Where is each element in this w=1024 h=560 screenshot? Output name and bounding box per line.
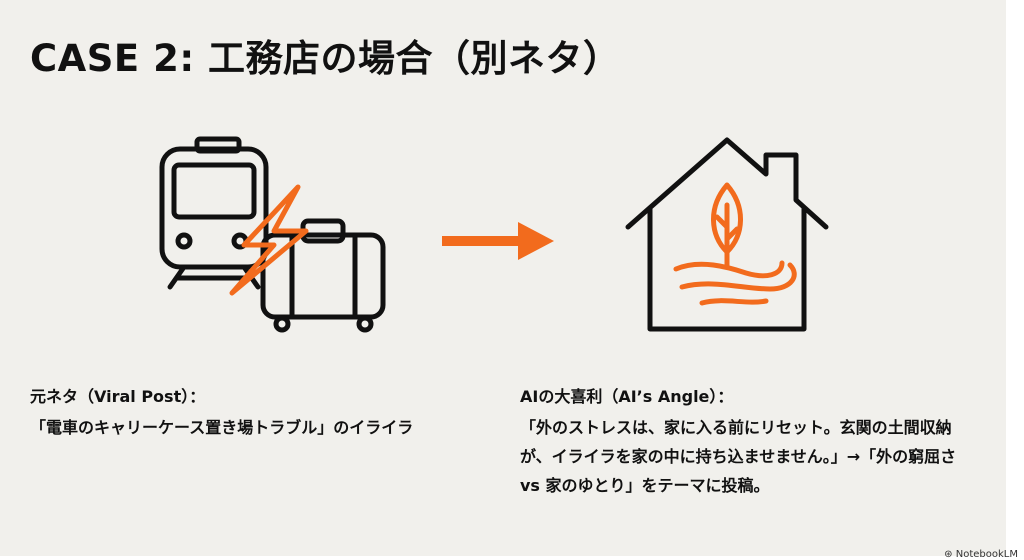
source-text: 「電車のキャリーケース置き場トラブル」のイライラ [30,418,414,437]
wind-icon [673,260,797,306]
house-illustration [625,137,829,332]
arrow-right-icon [442,222,554,260]
source-label: 元ネタ（Viral Post）： [30,387,206,406]
train-suitcase-illustration [159,136,386,333]
train-icon [159,136,269,290]
ai-angle-label: AIの大喜利（AI’s Angle）： [520,387,734,406]
lightning-icon [229,184,309,296]
watermark-text: NotebookLM [955,549,1018,560]
house-icon [625,137,829,332]
watermark: ⊛ NotebookLM [944,549,1018,560]
notebooklm-logo-icon: ⊛ [944,549,953,560]
slide-title: CASE 2: 工務店の場合（別ネタ） [30,37,621,80]
ai-angle-text: 「外のストレスは、家に入る前にリセット。玄関の土間収納が、イライラを家の中に持ち… [520,418,957,495]
suitcase-icon [260,218,386,333]
leaf-icon [711,182,743,270]
slide: CASE 2: 工務店の場合（別ネタ） [0,0,1006,556]
